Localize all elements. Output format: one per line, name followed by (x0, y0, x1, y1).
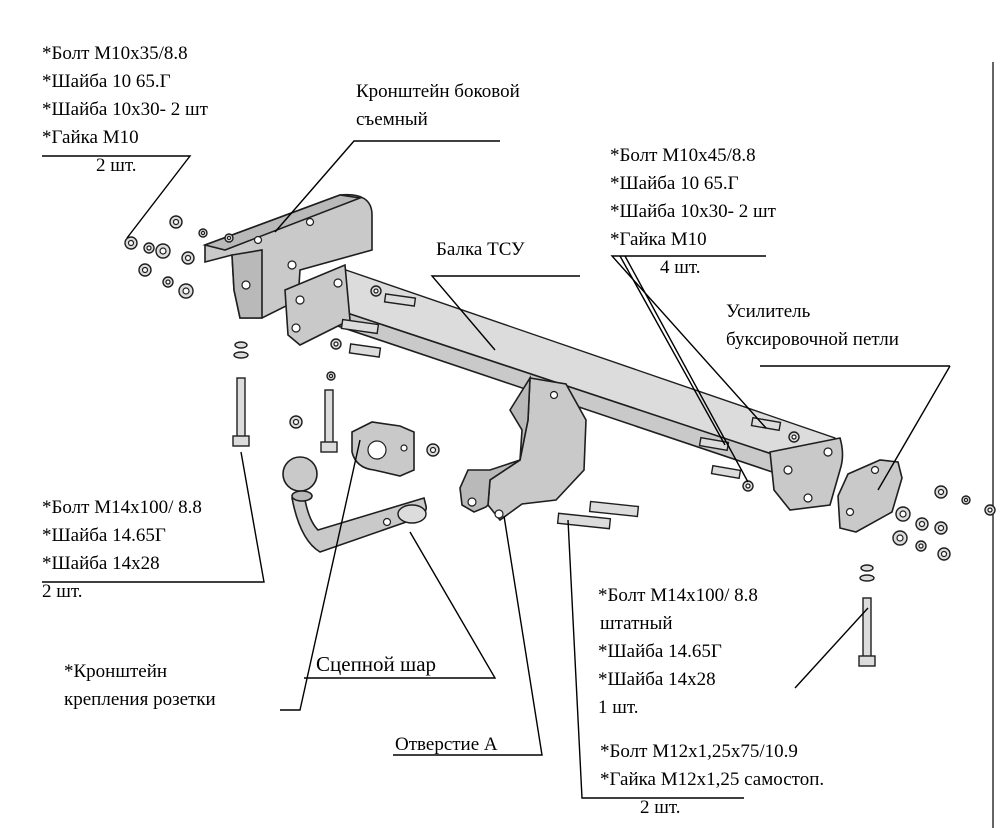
leader-lines (42, 140, 951, 799)
label-line: Кронштейн боковой (356, 81, 520, 102)
label-line: *Шайба 14х28 (42, 553, 160, 574)
label-line: съемный (356, 109, 428, 130)
label-line: *Гайка М10 (610, 229, 707, 250)
label-line: *Болт М14х100/ 8.8 (598, 585, 758, 606)
label-line: *Шайба 10х30- 2 шт (610, 201, 776, 222)
label-qty: 4 шт. (660, 257, 701, 278)
label-line: *Шайба 14.65Г (42, 525, 166, 546)
label-line: крепления розетки (64, 689, 216, 710)
lower-bolts (556, 500, 640, 530)
label-hole-a: Отверстие А (395, 731, 498, 759)
label-tow-reinforcement: Усилитель буксировочной петли (726, 298, 899, 354)
label-line: *Кронштейн (64, 661, 168, 682)
label-line: 2 шт. (42, 581, 83, 602)
label-line: Отверстие А (395, 734, 498, 755)
left-hardware (124, 215, 234, 299)
label-line: *Шайба 10х30- 2 шт (42, 99, 208, 120)
label-line: *Болт М12х1,25х75/10.9 (600, 741, 798, 762)
label-line: буксировочной петли (726, 329, 899, 350)
vertical-bolts (232, 341, 876, 667)
center-plates-part (459, 374, 587, 522)
label-line: *Шайба 14х28 (598, 669, 716, 690)
label-bottom-left-hardware: *Болт М14х100/ 8.8 *Шайба 14.65Г *Шайба … (42, 494, 202, 606)
label-line: *Шайба 14.65Г (598, 641, 722, 662)
label-qty: 2 шт. (96, 155, 137, 176)
tow-reinforcement-part (837, 459, 903, 533)
label-line: *Шайба 10 65.Г (610, 173, 739, 194)
label-qty: 2 шт. (640, 797, 681, 818)
label-bottom-right-bolt-m12: *Болт М12х1,25х75/10.9 *Гайка М12х1,25 с… (600, 738, 824, 822)
label-line: *Гайка М10 (42, 127, 139, 148)
right-hardware (892, 485, 996, 561)
label-line: Сцепной шар (316, 652, 437, 676)
label-line: *Болт М14х100/ 8.8 (42, 497, 202, 518)
tow-ball-part (282, 456, 428, 553)
label-tow-ball: Сцепной шар (316, 650, 436, 678)
label-side-bracket: Кронштейн боковой съемный (356, 78, 520, 134)
label-top-left-hardware: *Болт М10х35/8.8 *Шайба 10 65.Г *Шайба 1… (42, 40, 208, 180)
label-line: Балка ТСУ (436, 239, 525, 260)
label-line: Усилитель (726, 301, 811, 322)
label-beam: Балка ТСУ (436, 236, 525, 264)
label-line: 1 шт. (598, 697, 639, 718)
label-line: *Гайка М12х1,25 самостоп. (600, 769, 825, 790)
label-line: *Болт М10х45/8.8 (610, 145, 756, 166)
label-line: *Шайба 10 65.Г (42, 71, 171, 92)
label-line: штатный (600, 613, 673, 634)
label-bottom-right-bolt-stock: *Болт М14х100/ 8.8 штатный *Шайба 14.65Г… (598, 582, 758, 722)
label-top-right-hardware: *Болт М10х45/8.8 *Шайба 10 65.Г *Шайба 1… (610, 142, 776, 282)
label-socket-bracket: *Кронштейн крепления розетки (64, 658, 216, 714)
label-line: *Болт М10х35/8.8 (42, 43, 188, 64)
socket-bracket-part (351, 421, 415, 477)
